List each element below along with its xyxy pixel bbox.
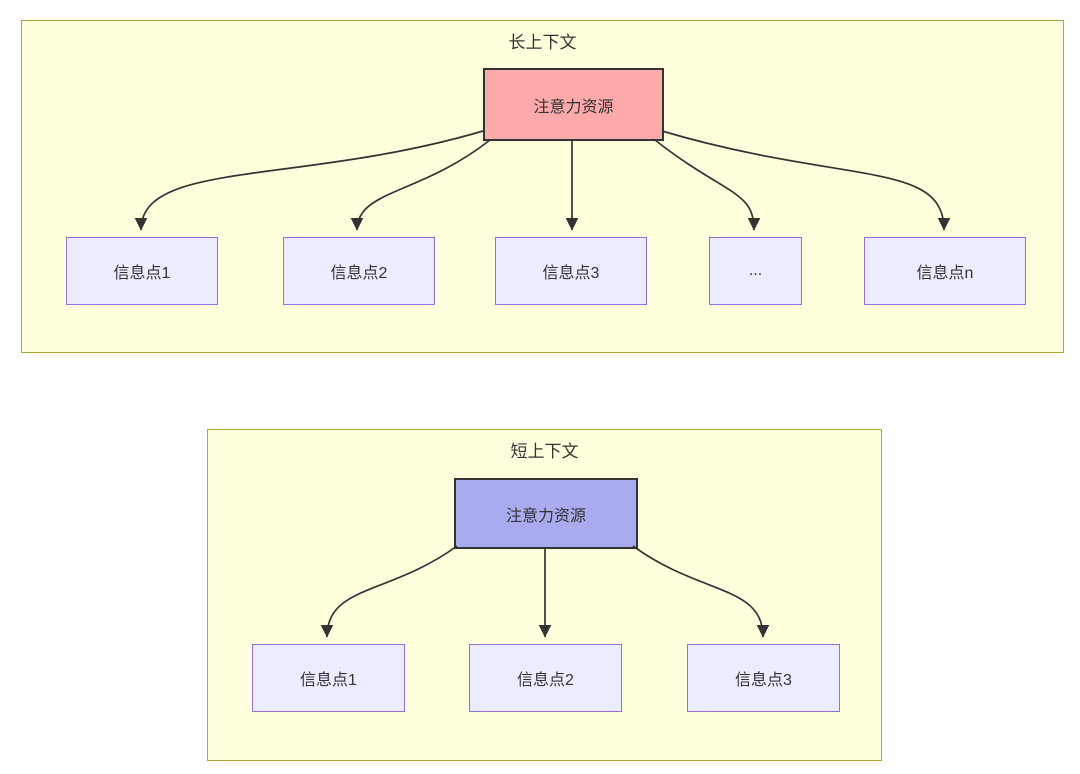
panel-title: 短上下文 — [510, 442, 579, 461]
info-point-node: 信息点2 — [283, 237, 435, 305]
short-context-panel: 短上下文 注意力资源 信息点1 信息点2 信息点3 — [207, 429, 882, 761]
info-point-node: 信息点n — [864, 237, 1026, 305]
panel-title: 长上下文 — [508, 33, 577, 52]
info-point-node: 信息点3 — [687, 644, 840, 712]
long-context-panel: 长上下文 注意力资源 信息点1 信息点2 信息点3 ... 信息点n — [21, 20, 1064, 353]
attention-resource-node: 注意力资源 — [454, 478, 638, 549]
info-point-node: 信息点3 — [495, 237, 647, 305]
attention-resource-node: 注意力资源 — [483, 68, 664, 141]
info-point-node: 信息点2 — [469, 644, 622, 712]
info-point-node: 信息点1 — [252, 644, 405, 712]
info-point-node: 信息点1 — [66, 237, 218, 305]
info-point-node: ... — [709, 237, 802, 305]
